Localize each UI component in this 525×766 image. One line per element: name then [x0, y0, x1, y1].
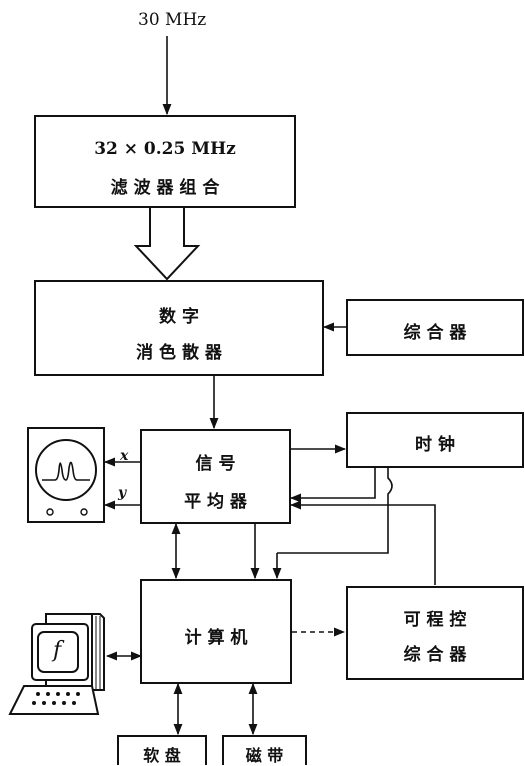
terminal-icon	[10, 614, 104, 714]
oscilloscope-icon	[28, 428, 104, 522]
programmable-synth-line1: 可 程 控	[348, 605, 522, 630]
programmable-synth-box: 可 程 控 综 合 器	[346, 586, 524, 680]
averager-line2: 平 均 器	[142, 487, 289, 512]
clock-label: 时 钟	[348, 430, 522, 455]
line-clock-avg	[291, 468, 375, 498]
terminal-screen-glyph: f	[53, 638, 61, 663]
dedisperser-box: 数 字 消 色 散 器	[34, 280, 324, 376]
computer-box: 计 算 机	[140, 579, 292, 684]
averager-line1: 信 号	[142, 449, 289, 474]
dedisperser-line1: 数 字	[36, 302, 322, 327]
dedisperser-line2: 消 色 散 器	[36, 338, 322, 363]
scope-x-label: x	[120, 448, 128, 464]
filter-bank-line1: 32 × 0.25 MHz	[36, 139, 294, 159]
hollow-arrow	[136, 208, 198, 279]
programmable-synth-line2: 综 合 器	[348, 640, 522, 665]
input-label: 30 MHz	[138, 10, 206, 30]
tape-box: 磁 带	[222, 735, 307, 765]
floppy-label: 软 盘	[119, 742, 205, 766]
computer-label: 计 算 机	[142, 623, 290, 648]
filter-bank-line2: 滤 波 器 组 合	[36, 173, 294, 198]
averager-box: 信 号 平 均 器	[140, 429, 291, 524]
scope-y-label: y	[118, 485, 126, 501]
floppy-box: 软 盘	[117, 735, 207, 765]
filter-bank-box: 32 × 0.25 MHz 滤 波 器 组 合	[34, 115, 296, 208]
line-prog-avg	[291, 505, 435, 585]
synthesizer-box: 综 合 器	[346, 299, 524, 356]
clock-box: 时 钟	[346, 412, 524, 468]
tape-label: 磁 带	[224, 742, 305, 766]
synthesizer-label: 综 合 器	[348, 318, 522, 343]
